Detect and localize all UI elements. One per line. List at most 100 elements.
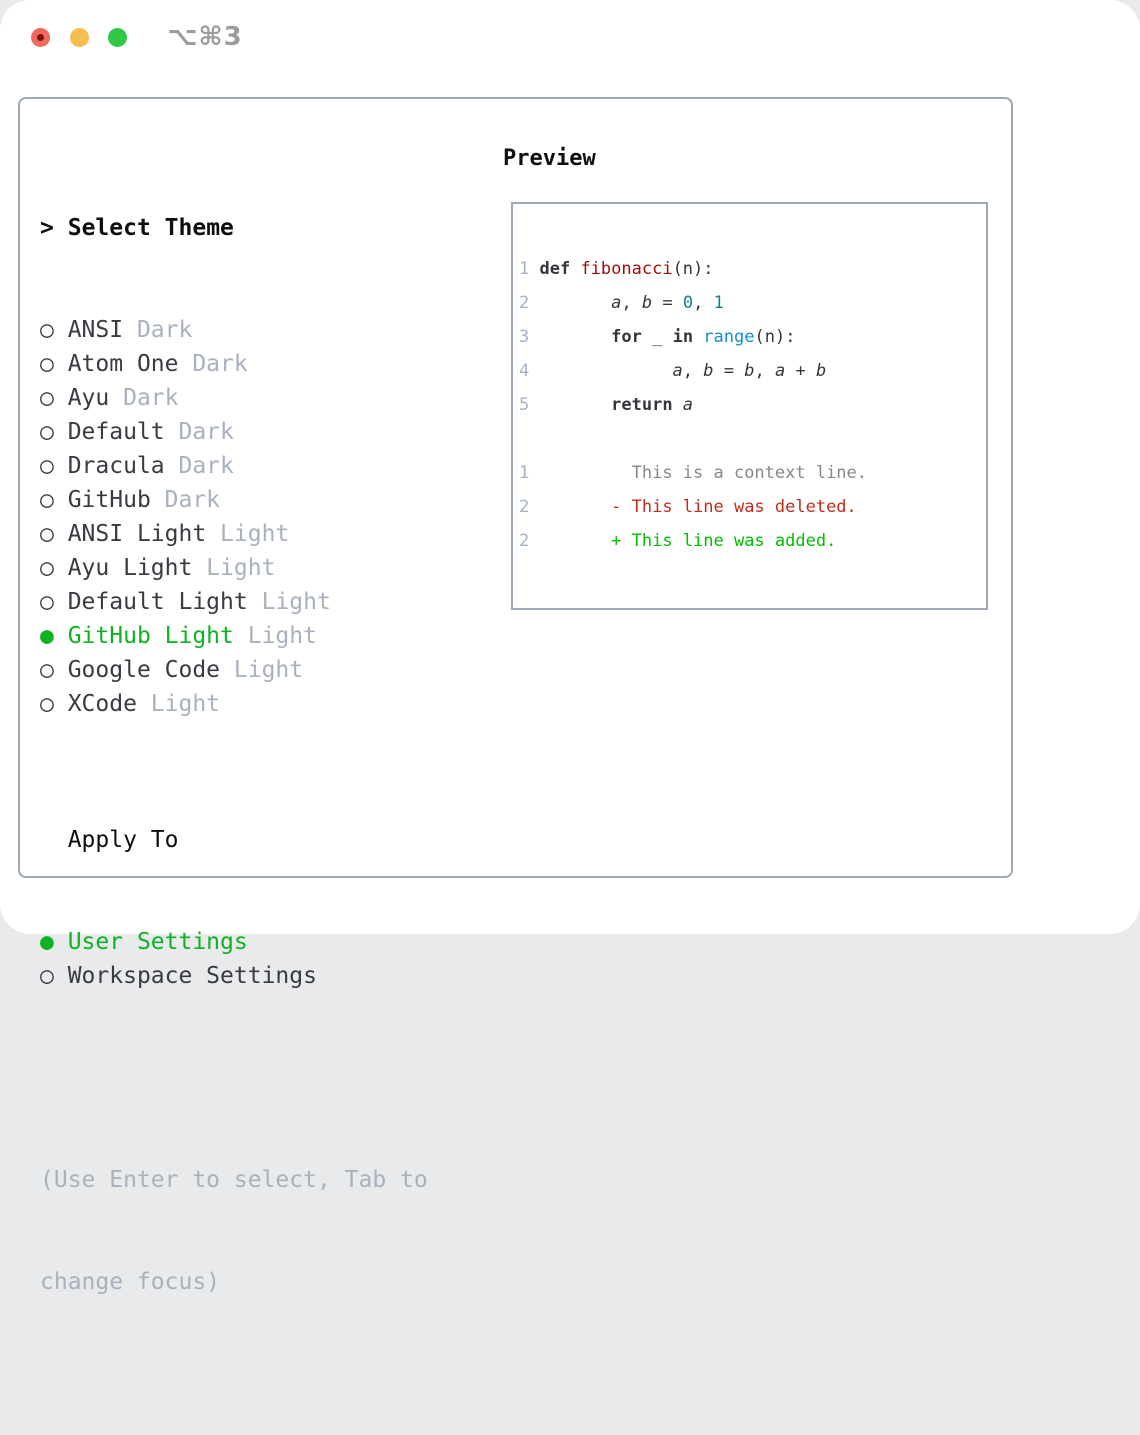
code-token: 1 bbox=[519, 259, 540, 279]
select-theme-heading: > Select Theme bbox=[40, 211, 428, 245]
code-token: , bbox=[621, 293, 642, 313]
apply-to-heading: Apply To bbox=[40, 823, 428, 857]
code-token bbox=[539, 395, 611, 415]
code-token: - This line was deleted. bbox=[611, 497, 857, 517]
app-window: ⌥⌘3 > Select Theme ○ ANSI Dark○ Atom One… bbox=[0, 0, 1140, 1295]
apply-option-label: User Settings bbox=[67, 929, 248, 955]
code-token: + This line was added. bbox=[611, 531, 837, 551]
theme-list: ○ ANSI Dark○ Atom One Dark○ Ayu Dark○ De… bbox=[40, 313, 428, 721]
zoom-button-icon[interactable] bbox=[108, 27, 127, 47]
theme-option-ansi-light[interactable]: ○ ANSI Light Light bbox=[40, 517, 428, 551]
theme-option-label: ANSI bbox=[67, 317, 137, 343]
theme-option-atom-one[interactable]: ○ Atom One Dark bbox=[40, 347, 428, 381]
theme-option-default-light[interactable]: ○ Default Light Light bbox=[40, 585, 428, 619]
code-token: 4 bbox=[519, 361, 540, 381]
theme-option-github-light[interactable]: ● GitHub Light Light bbox=[40, 619, 428, 653]
theme-variant: Light bbox=[206, 555, 276, 581]
theme-selector: > Select Theme ○ ANSI Dark○ Atom One Dar… bbox=[40, 143, 428, 1435]
code-token: a bbox=[672, 361, 683, 381]
hint-line: (Use Enter to select, Tab to bbox=[40, 1167, 428, 1193]
theme-variant: Light bbox=[150, 691, 221, 717]
preview-heading: Preview bbox=[503, 146, 596, 171]
code-line: 2 - This line was deleted. bbox=[519, 490, 986, 524]
code-token: for bbox=[611, 327, 653, 347]
minimize-button-icon[interactable] bbox=[69, 27, 89, 47]
code-token bbox=[529, 497, 611, 517]
theme-variant: Light bbox=[247, 623, 317, 649]
theme-option-label: GitHub bbox=[67, 487, 165, 513]
code-token: 0 bbox=[682, 293, 694, 313]
radio-selected-icon: ● bbox=[40, 929, 68, 955]
code-token: fibonacci bbox=[580, 259, 673, 279]
apply-option-label: Workspace Settings bbox=[67, 963, 317, 989]
code-token: This is a context line. bbox=[631, 463, 868, 483]
theme-option-label: XCode bbox=[67, 691, 151, 717]
code-token: , bbox=[682, 361, 704, 381]
code-token: + bbox=[785, 361, 816, 381]
apply-to-list: ● User Settings○ Workspace Settings bbox=[40, 925, 428, 993]
theme-variant: Dark bbox=[178, 419, 234, 445]
theme-option-xcode[interactable]: ○ XCode Light bbox=[40, 687, 428, 721]
radio-icon: ○ bbox=[40, 419, 68, 445]
theme-option-label: Ayu bbox=[67, 385, 124, 411]
code-line: 1 This is a context line. bbox=[519, 456, 986, 490]
radio-icon: ○ bbox=[40, 351, 68, 377]
code-line: 3 for _ in range(n): bbox=[519, 320, 986, 354]
apply-to-label: Apply To bbox=[40, 827, 179, 853]
code-line: 4 a, b = b, a + b bbox=[519, 354, 986, 388]
theme-option-default[interactable]: ○ Default Dark bbox=[40, 415, 428, 449]
code-token: = bbox=[713, 361, 745, 381]
theme-option-github[interactable]: ○ GitHub Dark bbox=[40, 483, 428, 517]
theme-option-dracula[interactable]: ○ Dracula Dark bbox=[40, 449, 428, 483]
theme-option-ansi[interactable]: ○ ANSI Dark bbox=[40, 313, 428, 347]
radio-icon: ○ bbox=[40, 487, 68, 513]
apply-option-user-settings[interactable]: ● User Settings bbox=[40, 925, 428, 959]
close-button-icon[interactable] bbox=[31, 27, 50, 47]
code-token: a bbox=[774, 361, 786, 381]
code-token: range bbox=[703, 327, 755, 347]
theme-option-label: ANSI Light bbox=[67, 521, 221, 547]
code-token: (n): bbox=[754, 327, 796, 347]
theme-variant: Light bbox=[233, 657, 304, 683]
theme-option-label: Google Code bbox=[67, 657, 234, 683]
main-panel: > Select Theme ○ ANSI Dark○ Atom One Dar… bbox=[18, 97, 1013, 1295]
hint-text: (Use Enter to select, Tab to change focu… bbox=[40, 1095, 428, 1367]
code-token: = bbox=[652, 293, 683, 313]
code-token bbox=[529, 463, 631, 483]
code-line bbox=[519, 422, 986, 456]
select-theme-title: Select Theme bbox=[67, 215, 234, 241]
radio-icon: ○ bbox=[40, 963, 68, 989]
theme-option-ayu[interactable]: ○ Ayu Dark bbox=[40, 381, 428, 415]
radio-icon: ○ bbox=[40, 589, 68, 615]
window-shortcut-label: ⌥⌘3 bbox=[167, 22, 243, 52]
radio-icon: ○ bbox=[40, 555, 68, 581]
code-token: b bbox=[703, 361, 714, 381]
code-token: a bbox=[611, 293, 622, 313]
theme-option-label: Dracula bbox=[67, 453, 179, 479]
code-token: , bbox=[693, 293, 714, 313]
theme-option-label: Ayu Light bbox=[67, 555, 207, 581]
apply-option-workspace-settings[interactable]: ○ Workspace Settings bbox=[40, 959, 428, 993]
theme-variant: Dark bbox=[164, 487, 221, 513]
code-token: , bbox=[754, 361, 775, 381]
theme-option-label: Default bbox=[67, 419, 179, 445]
code-token: 2 bbox=[519, 497, 530, 517]
theme-variant: Dark bbox=[123, 385, 179, 411]
code-token: 2 bbox=[519, 531, 530, 551]
theme-variant: Dark bbox=[192, 351, 248, 377]
code-token: 1 bbox=[713, 293, 724, 313]
radio-icon: ○ bbox=[40, 521, 68, 547]
theme-option-google-code[interactable]: ○ Google Code Light bbox=[40, 653, 428, 687]
theme-option-ayu-light[interactable]: ○ Ayu Light Light bbox=[40, 551, 428, 585]
code-token: b bbox=[744, 361, 755, 381]
radio-icon: ○ bbox=[40, 691, 68, 717]
code-token: 1 bbox=[519, 463, 530, 483]
radio-icon: ○ bbox=[40, 385, 68, 411]
theme-variant: Dark bbox=[136, 317, 193, 343]
code-token bbox=[529, 531, 611, 551]
code-token: 2 bbox=[519, 293, 540, 313]
code-token: b bbox=[815, 361, 827, 381]
code-token bbox=[539, 293, 611, 313]
